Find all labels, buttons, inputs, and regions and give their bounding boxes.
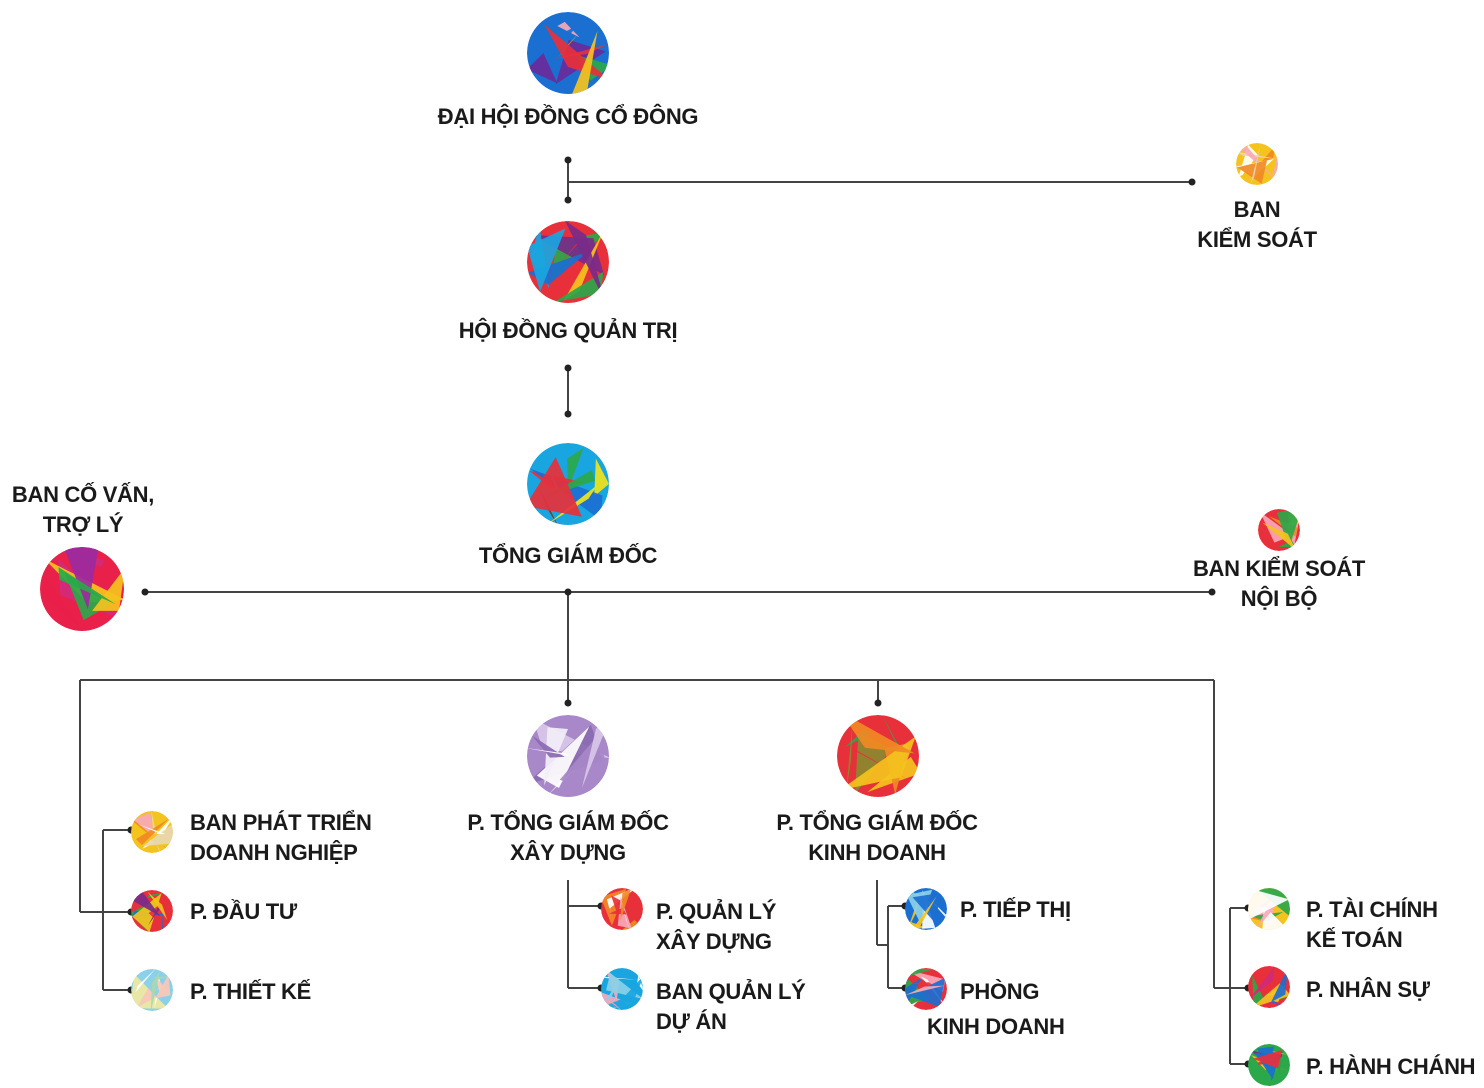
project-mgmt-label: BAN QUẢN LÝ DỰ ÁN: [656, 977, 806, 1037]
dep-ceo-construction-line2: XÂY DỰNG: [510, 840, 626, 865]
investment-icon: [131, 890, 173, 932]
dep-ceo-business-icon: [837, 715, 919, 797]
investment-label: P. ĐẦU TƯ: [190, 897, 297, 927]
marketing-icon: [905, 888, 947, 930]
internal-control-icon: [1258, 509, 1300, 551]
internal-control-label: BAN KIỂM SOÁT NỘI BỘ: [1179, 554, 1379, 614]
hr-label: P. NHÂN SỰ: [1306, 975, 1430, 1005]
internal-control-line2: NỘI BỘ: [1240, 586, 1318, 611]
admin-label-text: P. HÀNH CHÁNH: [1306, 1054, 1476, 1079]
internal-control-line1: BAN KIỂM SOÁT: [1192, 556, 1366, 581]
dep-ceo-business-label: P. TỔNG GIÁM ĐỐC KINH DOANH: [752, 808, 1002, 868]
shareholders-label: ĐẠI HỘI ĐỒNG CỔ ĐÔNG: [418, 102, 718, 132]
business-dev-line1: BAN PHÁT TRIỂN: [190, 810, 372, 835]
supervisory-board-line1: BAN: [1233, 197, 1281, 222]
dep-ceo-construction-line1: P. TỔNG GIÁM ĐỐC: [467, 810, 669, 835]
ceo-icon: [527, 443, 609, 525]
finance-icon: [1248, 888, 1290, 930]
design-icon: [131, 969, 173, 1011]
admin-icon: [1248, 1044, 1290, 1086]
marketing-label-text: P. TIẾP THỊ: [960, 897, 1071, 922]
project-mgmt-line2: DỰ ÁN: [656, 1009, 727, 1034]
finance-line2: KẾ TOÁN: [1306, 927, 1403, 952]
supervisory-board-icon: [1236, 143, 1278, 185]
business-dept-line1: PHÒNG: [960, 979, 1040, 1004]
ceo-label: TỔNG GIÁM ĐỐC: [418, 541, 718, 571]
finance-line1: P. TÀI CHÍNH: [1306, 897, 1438, 922]
construction-mgmt-label: P. QUẢN LÝ XÂY DỰNG: [656, 897, 776, 957]
advisors-line1: BAN CỐ VẤN,: [11, 482, 155, 507]
board-of-directors-icon: [527, 221, 609, 303]
marketing-label: P. TIẾP THỊ: [960, 895, 1071, 925]
supervisory-board-line2: KIỂM SOÁT: [1197, 227, 1317, 252]
dep-ceo-business-line2: KINH DOANH: [808, 840, 946, 865]
finance-label: P. TÀI CHÍNH KẾ TOÁN: [1306, 895, 1438, 955]
business-dev-line2: DOANH NGHIỆP: [190, 840, 358, 865]
construction-mgmt-line1: P. QUẢN LÝ: [656, 899, 777, 924]
investment-label-text: P. ĐẦU TƯ: [190, 899, 297, 924]
construction-mgmt-line2: XÂY DỰNG: [656, 929, 772, 954]
hr-label-text: P. NHÂN SỰ: [1306, 977, 1430, 1002]
construction-mgmt-icon: [601, 888, 643, 930]
hr-icon: [1248, 966, 1290, 1008]
project-mgmt-line1: BAN QUẢN LÝ: [656, 979, 806, 1004]
dep-ceo-construction-icon: [527, 715, 609, 797]
board-of-directors-label: HỘI ĐỒNG QUẢN TRỊ: [418, 316, 718, 346]
shareholders-icon: [527, 12, 609, 94]
dep-ceo-construction-label: P. TỔNG GIÁM ĐỐC XÂY DỰNG: [443, 808, 693, 868]
admin-label: P. HÀNH CHÁNH: [1306, 1052, 1476, 1082]
business-dept-line2: KINH DOANH: [927, 1014, 1065, 1039]
board-of-directors-label-text: HỘI ĐỒNG QUẢN TRỊ: [458, 318, 678, 343]
shareholders-label-text: ĐẠI HỘI ĐỒNG CỔ ĐÔNG: [437, 104, 699, 129]
design-label-text: P. THIẾT KẾ: [190, 979, 311, 1004]
business-dev-label: BAN PHÁT TRIỂN DOANH NGHIỆP: [190, 808, 372, 868]
design-label: P. THIẾT KẾ: [190, 977, 311, 1007]
advisors-line2: TRỢ LÝ: [42, 512, 124, 537]
business-dept-label: PHÒNG KINH DOANH: [927, 977, 1065, 1042]
dep-ceo-business-line1: P. TỔNG GIÁM ĐỐC: [776, 810, 978, 835]
ceo-label-text: TỔNG GIÁM ĐỐC: [478, 543, 658, 568]
advisors-icon: [40, 547, 124, 631]
project-mgmt-icon: [601, 968, 643, 1010]
supervisory-board-label: BAN KIỂM SOÁT: [1177, 195, 1337, 255]
business-dev-icon: [131, 811, 173, 853]
advisors-label: BAN CỐ VẤN, TRỢ LÝ: [0, 480, 166, 540]
